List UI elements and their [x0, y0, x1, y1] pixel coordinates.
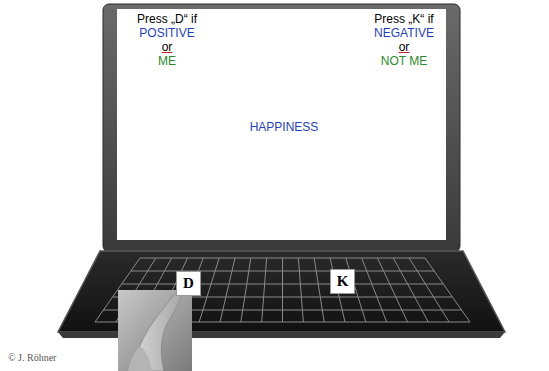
key-cap: D — [176, 271, 201, 296]
connector-word: or — [162, 40, 173, 54]
category-label: NEGATIVE — [374, 26, 434, 40]
key-grid-line — [282, 258, 283, 322]
key-letter: K — [331, 272, 354, 290]
instruction-text: Press „D“ if — [137, 12, 197, 26]
copyright-note: © J. Röhner — [8, 352, 56, 363]
key-cap: K — [330, 269, 355, 294]
key-grid-line — [220, 258, 235, 322]
key-grid-line — [378, 258, 408, 322]
key-grid-line — [393, 258, 428, 322]
screen-display: Press „D“ ifPOSITIVEorMEPress „K“ ifNEGA… — [117, 9, 446, 240]
screen-area — [117, 9, 446, 240]
key-grid-line — [199, 258, 219, 322]
instruction-text: Press „K“ if — [374, 12, 433, 26]
hand-photo — [118, 290, 192, 371]
key-grid-line — [425, 258, 470, 322]
hand-knuckles — [128, 346, 152, 371]
category-label: POSITIVE — [139, 26, 194, 40]
key-grid-line — [262, 258, 267, 322]
connector-word: or — [399, 40, 410, 54]
key-grid-line — [298, 258, 303, 322]
key-grid-line — [409, 258, 449, 322]
category-label: ME — [158, 54, 176, 68]
key-grid-line — [241, 258, 251, 322]
key-letter: D — [177, 274, 200, 292]
category-label: NOT ME — [381, 54, 427, 68]
screen-bezel — [103, 4, 460, 252]
key-grid-line — [314, 258, 324, 322]
key-grid-line — [362, 258, 387, 322]
stimulus-word: HAPPINESS — [250, 120, 319, 134]
